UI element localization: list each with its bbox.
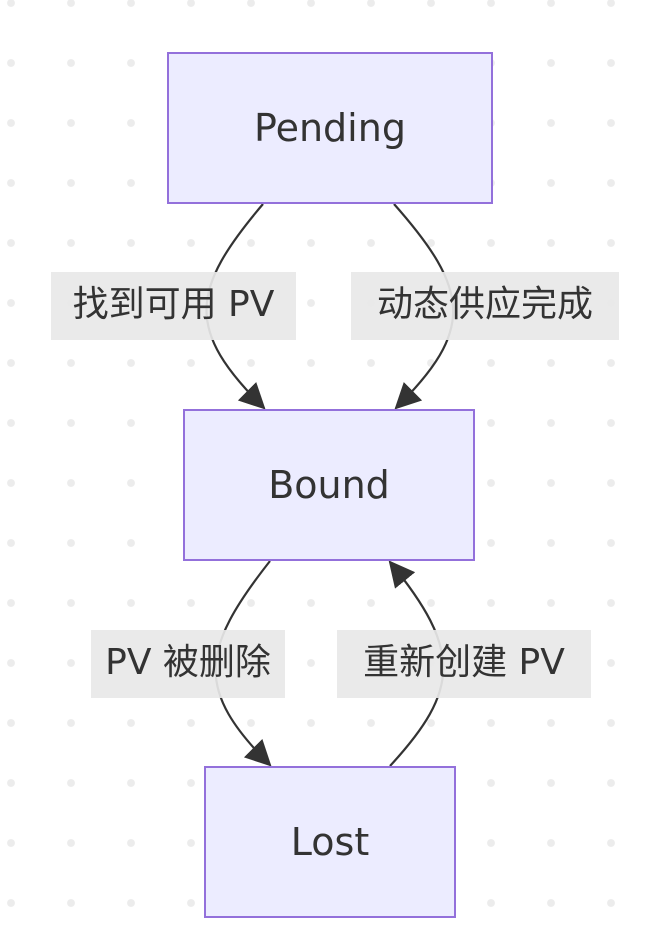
edge-label-pv-deleted: PV 被删除 [91,630,285,698]
state-pending-label: Pending [254,106,406,150]
edge-label-found-pv: 找到可用 PV [51,272,296,340]
state-lost[interactable]: Lost [204,766,456,918]
state-bound[interactable]: Bound [183,409,475,561]
edge-label-pv-recreated: 重新创建 PV [337,630,591,698]
state-pending[interactable]: Pending [167,52,493,204]
state-lost-label: Lost [290,820,370,864]
state-bound-label: Bound [268,463,390,507]
edge-label-dynamic-provision: 动态供应完成 [351,272,619,340]
